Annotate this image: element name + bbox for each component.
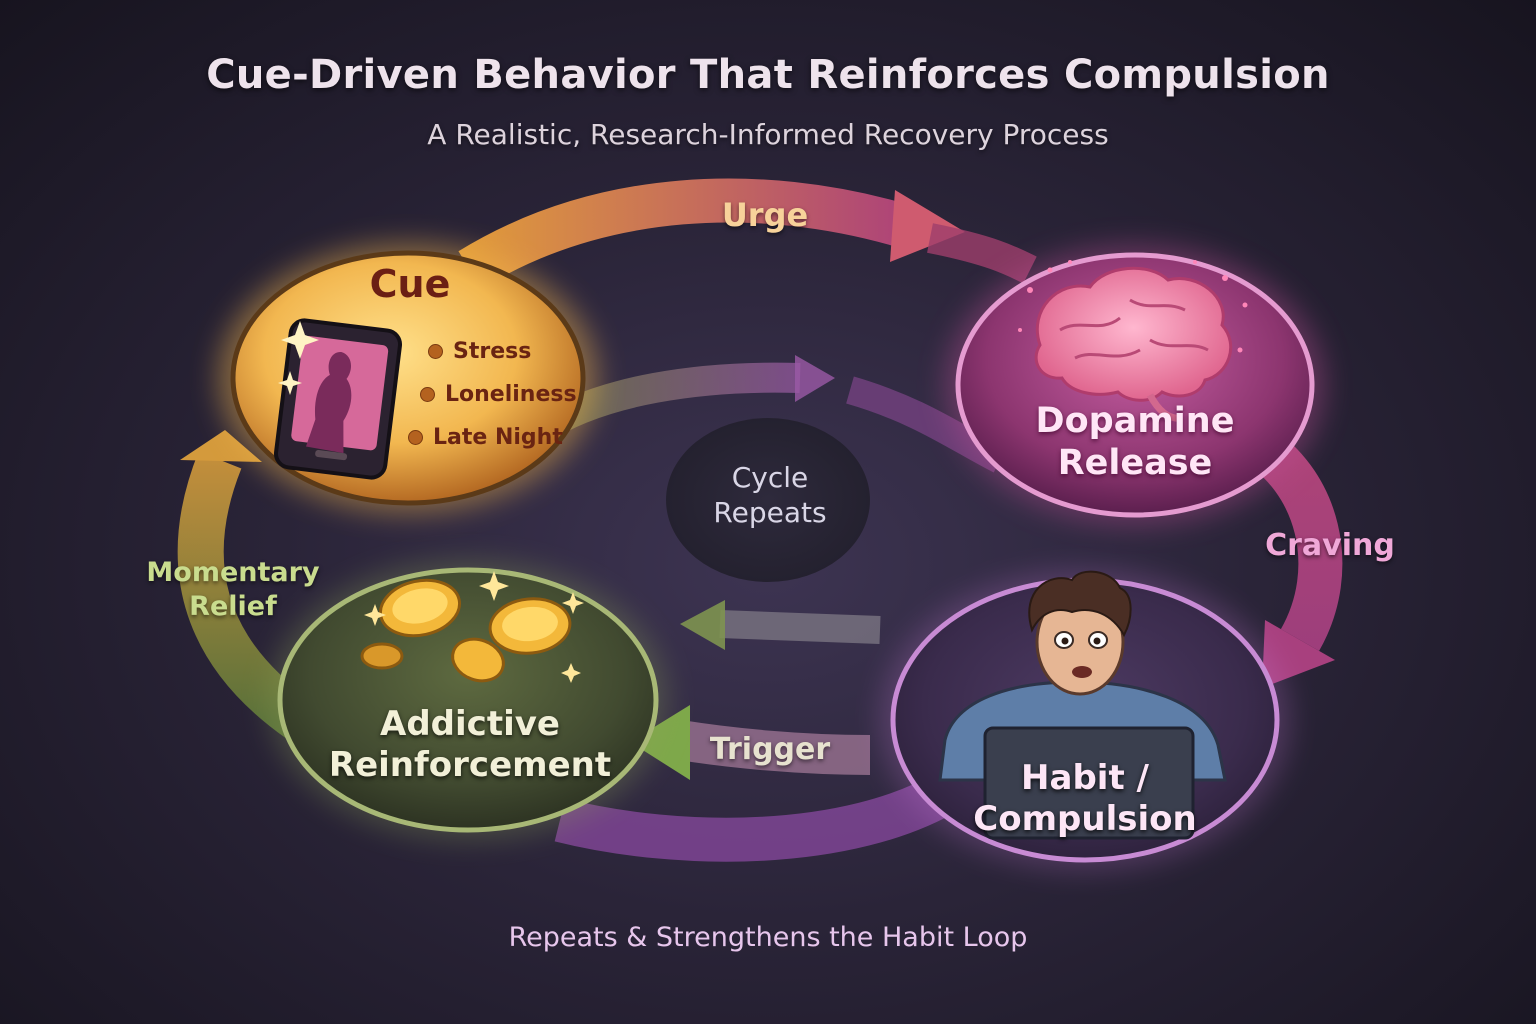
cue-item-late-night: Late Night xyxy=(433,425,563,450)
relief-line1: Momentary xyxy=(146,557,320,588)
trigger-arrow xyxy=(630,705,871,780)
diagram-title: Cue-Driven Behavior That Reinforces Comp… xyxy=(206,52,1330,98)
cycle-line2: Repeats xyxy=(713,496,827,529)
habit-label: Habit / Compulsion xyxy=(945,758,1225,840)
coin-sparkle-icons xyxy=(364,571,584,683)
cue-list-item: Stress xyxy=(428,330,577,373)
bullet-dot-icon xyxy=(420,387,435,402)
dopamine-label: Dopamine Release xyxy=(990,400,1280,484)
relief-arrow xyxy=(177,430,314,739)
gold-coins-icon xyxy=(360,578,572,683)
brain-sparkle-icons xyxy=(1018,260,1248,353)
dopamine-line2: Release xyxy=(1057,443,1213,483)
cycle-line1: Cycle xyxy=(731,461,809,494)
dopamine-line1: Dopamine xyxy=(1035,401,1235,441)
craving-label: Craving xyxy=(1265,528,1395,563)
footer-caption: Repeats & Strengthens the Habit Loop xyxy=(508,922,1028,953)
cue-item-stress: Stress xyxy=(453,339,532,364)
cue-list-item: Loneliness xyxy=(420,373,577,416)
habit-bottom-arrow xyxy=(554,770,962,862)
cue-item-loneliness: Loneliness xyxy=(445,382,577,407)
relief-line2: Relief xyxy=(189,590,277,622)
bullet-dot-icon xyxy=(408,430,423,445)
trigger-label: Trigger xyxy=(709,732,831,767)
cycle-label: Cycle Repeats xyxy=(670,460,870,530)
cue-sparkle-icons xyxy=(278,321,319,395)
addictive-line1: Addictive xyxy=(380,704,560,744)
smartphone-silhouette-icon xyxy=(273,318,403,480)
inner-loop-bottom-arrow xyxy=(680,600,881,650)
urge-label: Urge xyxy=(721,196,809,234)
cue-title: Cue xyxy=(369,262,451,306)
habit-line1: Habit / xyxy=(1021,758,1149,798)
cycle-center xyxy=(666,418,870,582)
addictive-line2: Reinforcement xyxy=(328,744,612,785)
habit-line2: Compulsion xyxy=(973,798,1197,839)
urge-arrow xyxy=(458,178,965,289)
cue-list: Stress Loneliness Late Night xyxy=(408,330,577,459)
urge-return-arrow xyxy=(927,223,1037,284)
person-at-laptop-icon xyxy=(938,570,1227,840)
diagram-subtitle: A Realistic, Research-Informed Recovery … xyxy=(427,118,1109,151)
bullet-dot-icon xyxy=(428,344,443,359)
relief-label: Momentary Relief xyxy=(118,556,348,624)
cue-list-item: Late Night xyxy=(408,416,577,459)
addictive-label: Addictive Reinforcement xyxy=(300,704,640,786)
brain-icon xyxy=(1034,266,1233,422)
